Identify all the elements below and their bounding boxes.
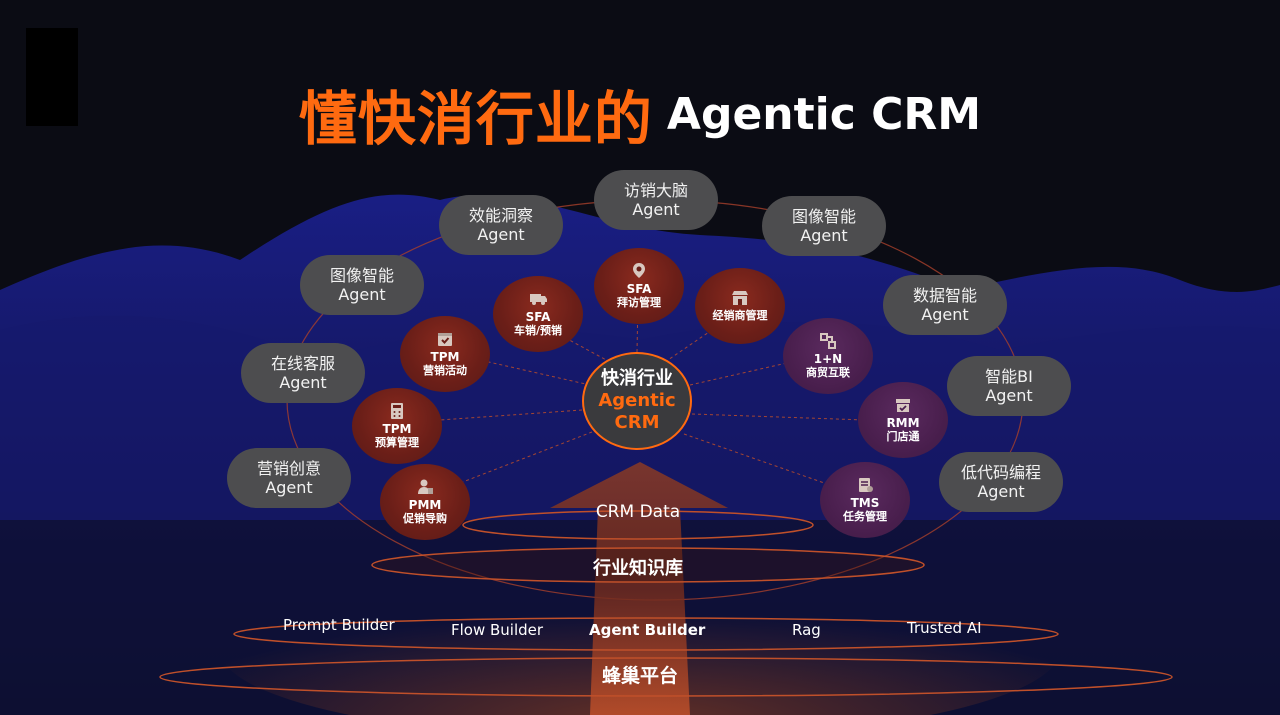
module-name: 门店通 [886,430,920,443]
calculator-icon [391,403,403,419]
agent-pill-online-service: 在线客服 Agent [241,343,365,403]
store-icon [732,291,748,305]
layer-knowledge-base: 行业知识库 [593,558,683,579]
builder-flow: Flow Builder [451,621,544,639]
agent-pill-label: 数据智能 [912,286,977,305]
module-rmm-store: RMM 门店通 [858,382,948,458]
agent-pill-label: 访销大脑 [623,181,688,200]
user-promo-icon [418,479,433,494]
layer-crm-data: CRM Data [595,502,681,522]
agent-pill-label: 在线客服 [270,354,335,373]
center-line-1: 快消行业 [601,368,673,389]
black-block [26,28,78,126]
link-blocks-icon [820,333,836,349]
agent-pill-sub: Agent [265,478,313,497]
builder-trusted-ai: Trusted AI [907,619,982,637]
center-core: 快消行业 Agentic CRM [582,352,692,450]
task-list-icon [859,478,873,492]
module-name: 促销导购 [403,512,447,525]
module-name: 经销商管理 [712,309,768,322]
calendar-check-icon [438,333,452,346]
center-line-3: CRM [614,412,660,433]
agent-pill-label: 效能洞察 [468,206,533,225]
module-sfa-visit: SFA 拜访管理 [594,248,684,324]
module-trade-link: 1+N 商贸互联 [783,318,873,394]
agent-pill-label: 图像智能 [791,207,856,226]
builder-prompt: Prompt Builder [283,616,395,634]
module-code: RMM [886,416,920,430]
module-name: 拜访管理 [617,296,661,309]
agent-pill-smart-bi: 智能BI Agent [947,356,1071,416]
module-code: TPM [430,350,460,364]
module-code: SFA [626,282,652,296]
agent-pill-efficiency-insight: 效能洞察 Agent [439,195,563,255]
module-tpm-budget: TPM 预算管理 [352,388,442,464]
module-code: PMM [408,498,442,512]
module-name: 车销/预销 [513,324,563,337]
agent-pill-label: 智能BI [985,367,1033,386]
agent-pill-image-intelligence-left: 图像智能 Agent [300,255,424,315]
agent-pill-data-intelligence: 数据智能 Agent [883,275,1007,335]
module-code: TMS [850,496,880,510]
module-name: 商贸互联 [806,366,850,379]
module-code: 1+N [813,352,843,366]
module-tms-task: TMS 任务管理 [820,462,910,538]
agent-pill-sub: Agent [921,305,969,324]
agent-pill-image-intelligence-right: 图像智能 Agent [762,196,886,256]
module-pmm-promo: PMM 促销导购 [380,464,470,540]
truck-icon [530,294,547,305]
agent-pill-sub: Agent [477,225,525,244]
agent-pill-sub: Agent [279,373,327,392]
module-name: 任务管理 [843,510,887,523]
module-name: 预算管理 [375,436,419,449]
agent-pill-sub: Agent [977,482,1025,501]
center-line-2: Agentic [598,390,676,411]
agent-pill-label: 图像智能 [329,266,394,285]
agent-pill-visit-brain: 访销大脑 Agent [594,170,718,230]
module-distributor: 经销商管理 [695,268,785,344]
agent-pill-marketing-creative: 营销创意 Agent [227,448,351,508]
shop-check-icon [896,399,910,412]
module-code: TPM [382,422,412,436]
agent-pill-label: 低代码编程 [960,463,1041,482]
module-sfa-van-sales: SFA 车销/预销 [493,276,583,352]
agent-pill-sub: Agent [338,285,386,304]
title-cn: 懂快消行业的 [298,85,653,153]
module-name: 营销活动 [423,364,467,377]
agent-pill-sub: Agent [632,200,680,219]
agent-pill-label: 营销创意 [256,459,321,478]
title-en: Agentic CRM [666,88,982,140]
agent-pill-sub: Agent [800,226,848,245]
module-code: SFA [525,310,551,324]
agent-pill-sub: Agent [985,386,1033,405]
agent-pill-low-code: 低代码编程 Agent [939,452,1063,512]
builder-agent: Agent Builder [589,621,706,639]
builder-rag: Rag [792,621,821,639]
map-pin-icon [633,263,645,278]
layer-platform: 蜂巢平台 [601,665,678,687]
module-tpm-activity: TPM 营销活动 [400,316,490,392]
